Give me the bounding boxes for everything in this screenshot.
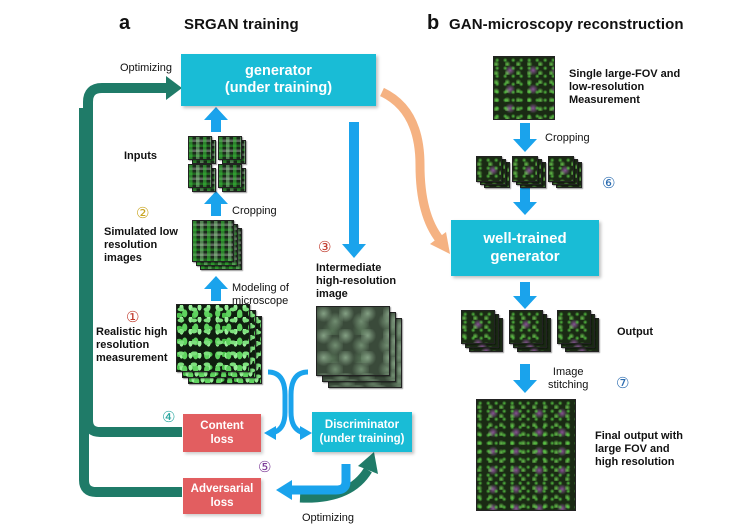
final-output-label: Final output with large FOV and high res… bbox=[595, 430, 683, 468]
simulated-lowres-stack bbox=[192, 220, 244, 272]
step-4-number: ④ bbox=[162, 409, 176, 426]
blue-arrow-b-output-head bbox=[513, 296, 537, 309]
blue-arrow-intermediate-shaft bbox=[349, 122, 359, 246]
step-5-number: ⑤ bbox=[258, 459, 272, 476]
blue-arrow-b-gen-head bbox=[513, 202, 537, 215]
well-trained-generator-label: well-trained generator bbox=[483, 230, 567, 265]
panel-letter-a: a bbox=[119, 12, 131, 34]
cropping-label-a: Cropping bbox=[232, 205, 277, 217]
panel-title-b: GAN-microscopy reconstruction bbox=[449, 16, 684, 33]
blue-arrow-adversarial-head bbox=[276, 480, 292, 500]
intermediate-stack bbox=[316, 306, 404, 390]
stitching-label: Image stitching bbox=[548, 366, 589, 391]
cropped-tiles bbox=[476, 156, 586, 188]
panel-letter-b: b bbox=[427, 12, 440, 34]
output-tiles bbox=[461, 310, 601, 352]
step-7-number: ⑦ bbox=[616, 375, 630, 392]
discriminator-label: Discriminator (under training) bbox=[319, 419, 405, 445]
step-2-number: ② bbox=[136, 205, 150, 222]
adversarial-loss-label: Adversarial loss bbox=[190, 483, 254, 509]
optimizing-label-top: Optimizing bbox=[120, 62, 172, 74]
step-1-number: ① bbox=[126, 309, 140, 326]
blue-arrow-b-stitch-head bbox=[513, 380, 537, 393]
teal-optimizing-arrow-head bbox=[358, 452, 378, 474]
step-3-number: ③ bbox=[318, 239, 332, 256]
blue-arrow-b-gen-shaft bbox=[520, 188, 530, 204]
blue-bracket-arrow bbox=[267, 369, 288, 435]
orange-transfer-arrow bbox=[379, 87, 444, 243]
blue-arrow-modeling-head bbox=[204, 276, 228, 289]
step-6-number: ⑥ bbox=[602, 175, 616, 192]
generator-box: generator (under training) bbox=[181, 54, 376, 106]
panel-title-a: SRGAN training bbox=[184, 16, 299, 33]
blue-arrow-b-crop-shaft bbox=[520, 123, 530, 141]
orange-transfer-arrow-head bbox=[430, 232, 450, 254]
blue-arrow-inputs-shaft bbox=[211, 118, 221, 132]
well-trained-generator-box: well-trained generator bbox=[451, 220, 599, 276]
simulated-label: Simulated low resolution images bbox=[104, 226, 178, 264]
output-label: Output bbox=[617, 326, 654, 338]
intermediate-label: Intermediate high-resolution image bbox=[316, 262, 397, 300]
input-crops bbox=[186, 134, 248, 194]
optimizing-label-bottom: Optimizing bbox=[302, 512, 354, 524]
teal-feedback-arrow-adversarial bbox=[79, 108, 182, 497]
adversarial-loss-box: Adversarial loss bbox=[183, 478, 261, 514]
blue-arrow-adversarial bbox=[290, 464, 351, 495]
single-fov-image bbox=[493, 56, 555, 120]
cropping-label-b: Cropping bbox=[545, 132, 590, 144]
realistic-label: Realistic high resolution measurement bbox=[96, 326, 168, 364]
blue-arrow-cropping-shaft bbox=[211, 202, 221, 216]
single-fov-label: Single large-FOV and low-resolution Meas… bbox=[569, 68, 681, 106]
inputs-label: Inputs bbox=[124, 150, 157, 162]
content-loss-box: Content loss bbox=[183, 414, 261, 452]
content-loss-label: Content loss bbox=[200, 420, 244, 446]
blue-arrow-b-stitch-shaft bbox=[520, 364, 530, 382]
blue-bracket-arrow-head-left bbox=[264, 426, 276, 440]
blue-arrow-b-output-shaft bbox=[520, 282, 530, 298]
blue-arrow-cropping-head bbox=[204, 191, 228, 204]
teal-feedback-arrow-content-head bbox=[166, 76, 182, 100]
generator-label: generator (under training) bbox=[224, 63, 333, 96]
blue-bracket-arrow-head-right bbox=[300, 426, 312, 440]
blue-arrow-modeling-shaft bbox=[211, 287, 221, 301]
blue-arrow-intermediate-head bbox=[342, 244, 366, 258]
discriminator-box: Discriminator (under training) bbox=[312, 412, 412, 452]
blue-arrow-b-crop-head bbox=[513, 139, 537, 152]
realistic-hires-stack bbox=[176, 304, 264, 386]
final-output-image bbox=[476, 399, 576, 511]
blue-arrow-inputs-head bbox=[204, 107, 228, 120]
